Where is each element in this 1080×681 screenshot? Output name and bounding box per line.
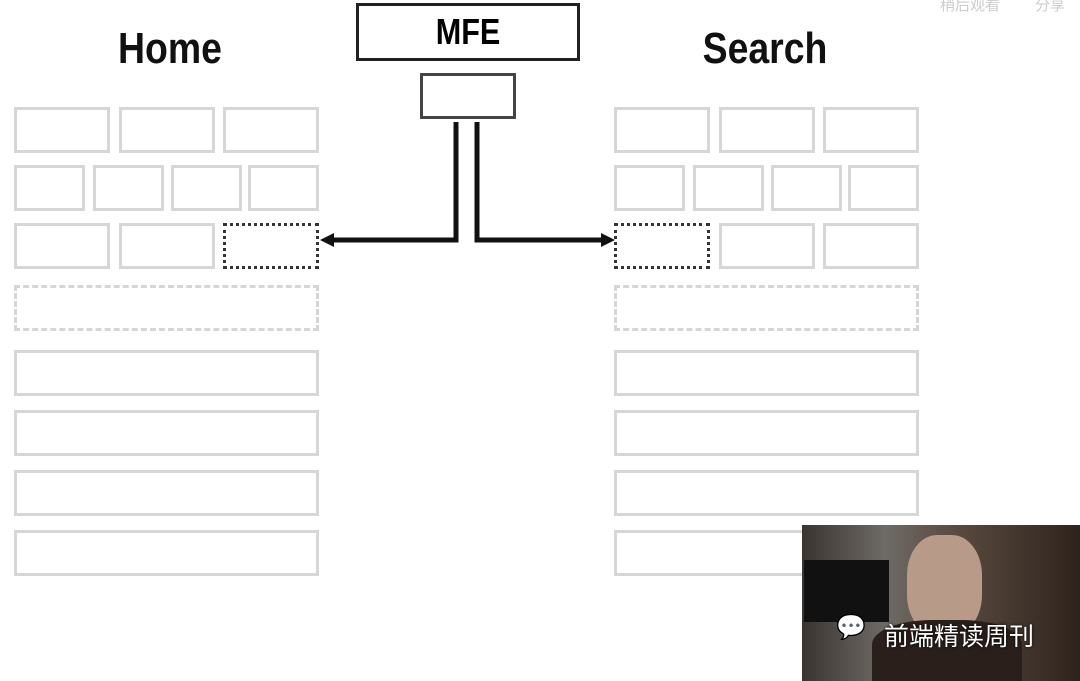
home-tile — [223, 107, 319, 153]
watch-later-button[interactable]: 稍后观看 — [940, 0, 1001, 14]
search-tile — [771, 165, 842, 211]
search-wide-row — [614, 350, 919, 396]
search-tile — [614, 165, 685, 211]
left-arrow-line — [330, 122, 459, 243]
right-arrow-line — [474, 122, 604, 243]
home-wide-row — [14, 350, 319, 396]
search-tile — [719, 223, 815, 269]
search-tile — [693, 165, 764, 211]
right-arrowhead — [601, 233, 615, 247]
mfe-component-box — [420, 73, 516, 119]
home-tile — [119, 107, 215, 153]
home-tile — [93, 165, 164, 211]
search-target-slot — [614, 223, 710, 269]
home-tile — [14, 165, 85, 211]
search-tile — [823, 223, 919, 269]
presenter-body — [872, 620, 1022, 681]
mfe-label: MFE — [435, 11, 501, 52]
search-tile — [719, 107, 815, 153]
search-wide-row — [614, 470, 919, 516]
home-tile — [248, 165, 319, 211]
search-wide-row — [614, 410, 919, 456]
presenter-video[interactable]: 💬 前端精读周刊 — [802, 525, 1080, 681]
home-title: Home — [118, 24, 222, 73]
home-tile — [14, 107, 110, 153]
home-wide-row — [14, 530, 319, 576]
search-tile — [848, 165, 919, 211]
monitor — [804, 560, 889, 622]
share-button[interactable]: 分享 — [1035, 0, 1066, 14]
search-tile — [823, 107, 919, 153]
home-placeholder-row — [14, 285, 319, 331]
home-tile — [14, 223, 110, 269]
wechat-icon: 💬 — [836, 614, 866, 641]
search-title: Search — [702, 24, 828, 73]
search-placeholder-row — [614, 285, 919, 331]
home-target-slot — [223, 223, 319, 269]
home-wide-row — [14, 470, 319, 516]
mfe-box: MFE — [356, 3, 580, 61]
home-tile — [171, 165, 242, 211]
home-wide-row — [14, 410, 319, 456]
left-arrowhead — [320, 233, 334, 247]
watermark-text: 前端精读周刊 — [884, 622, 1035, 651]
search-tile — [614, 107, 710, 153]
home-tile — [119, 223, 215, 269]
presenter-face — [907, 535, 982, 635]
